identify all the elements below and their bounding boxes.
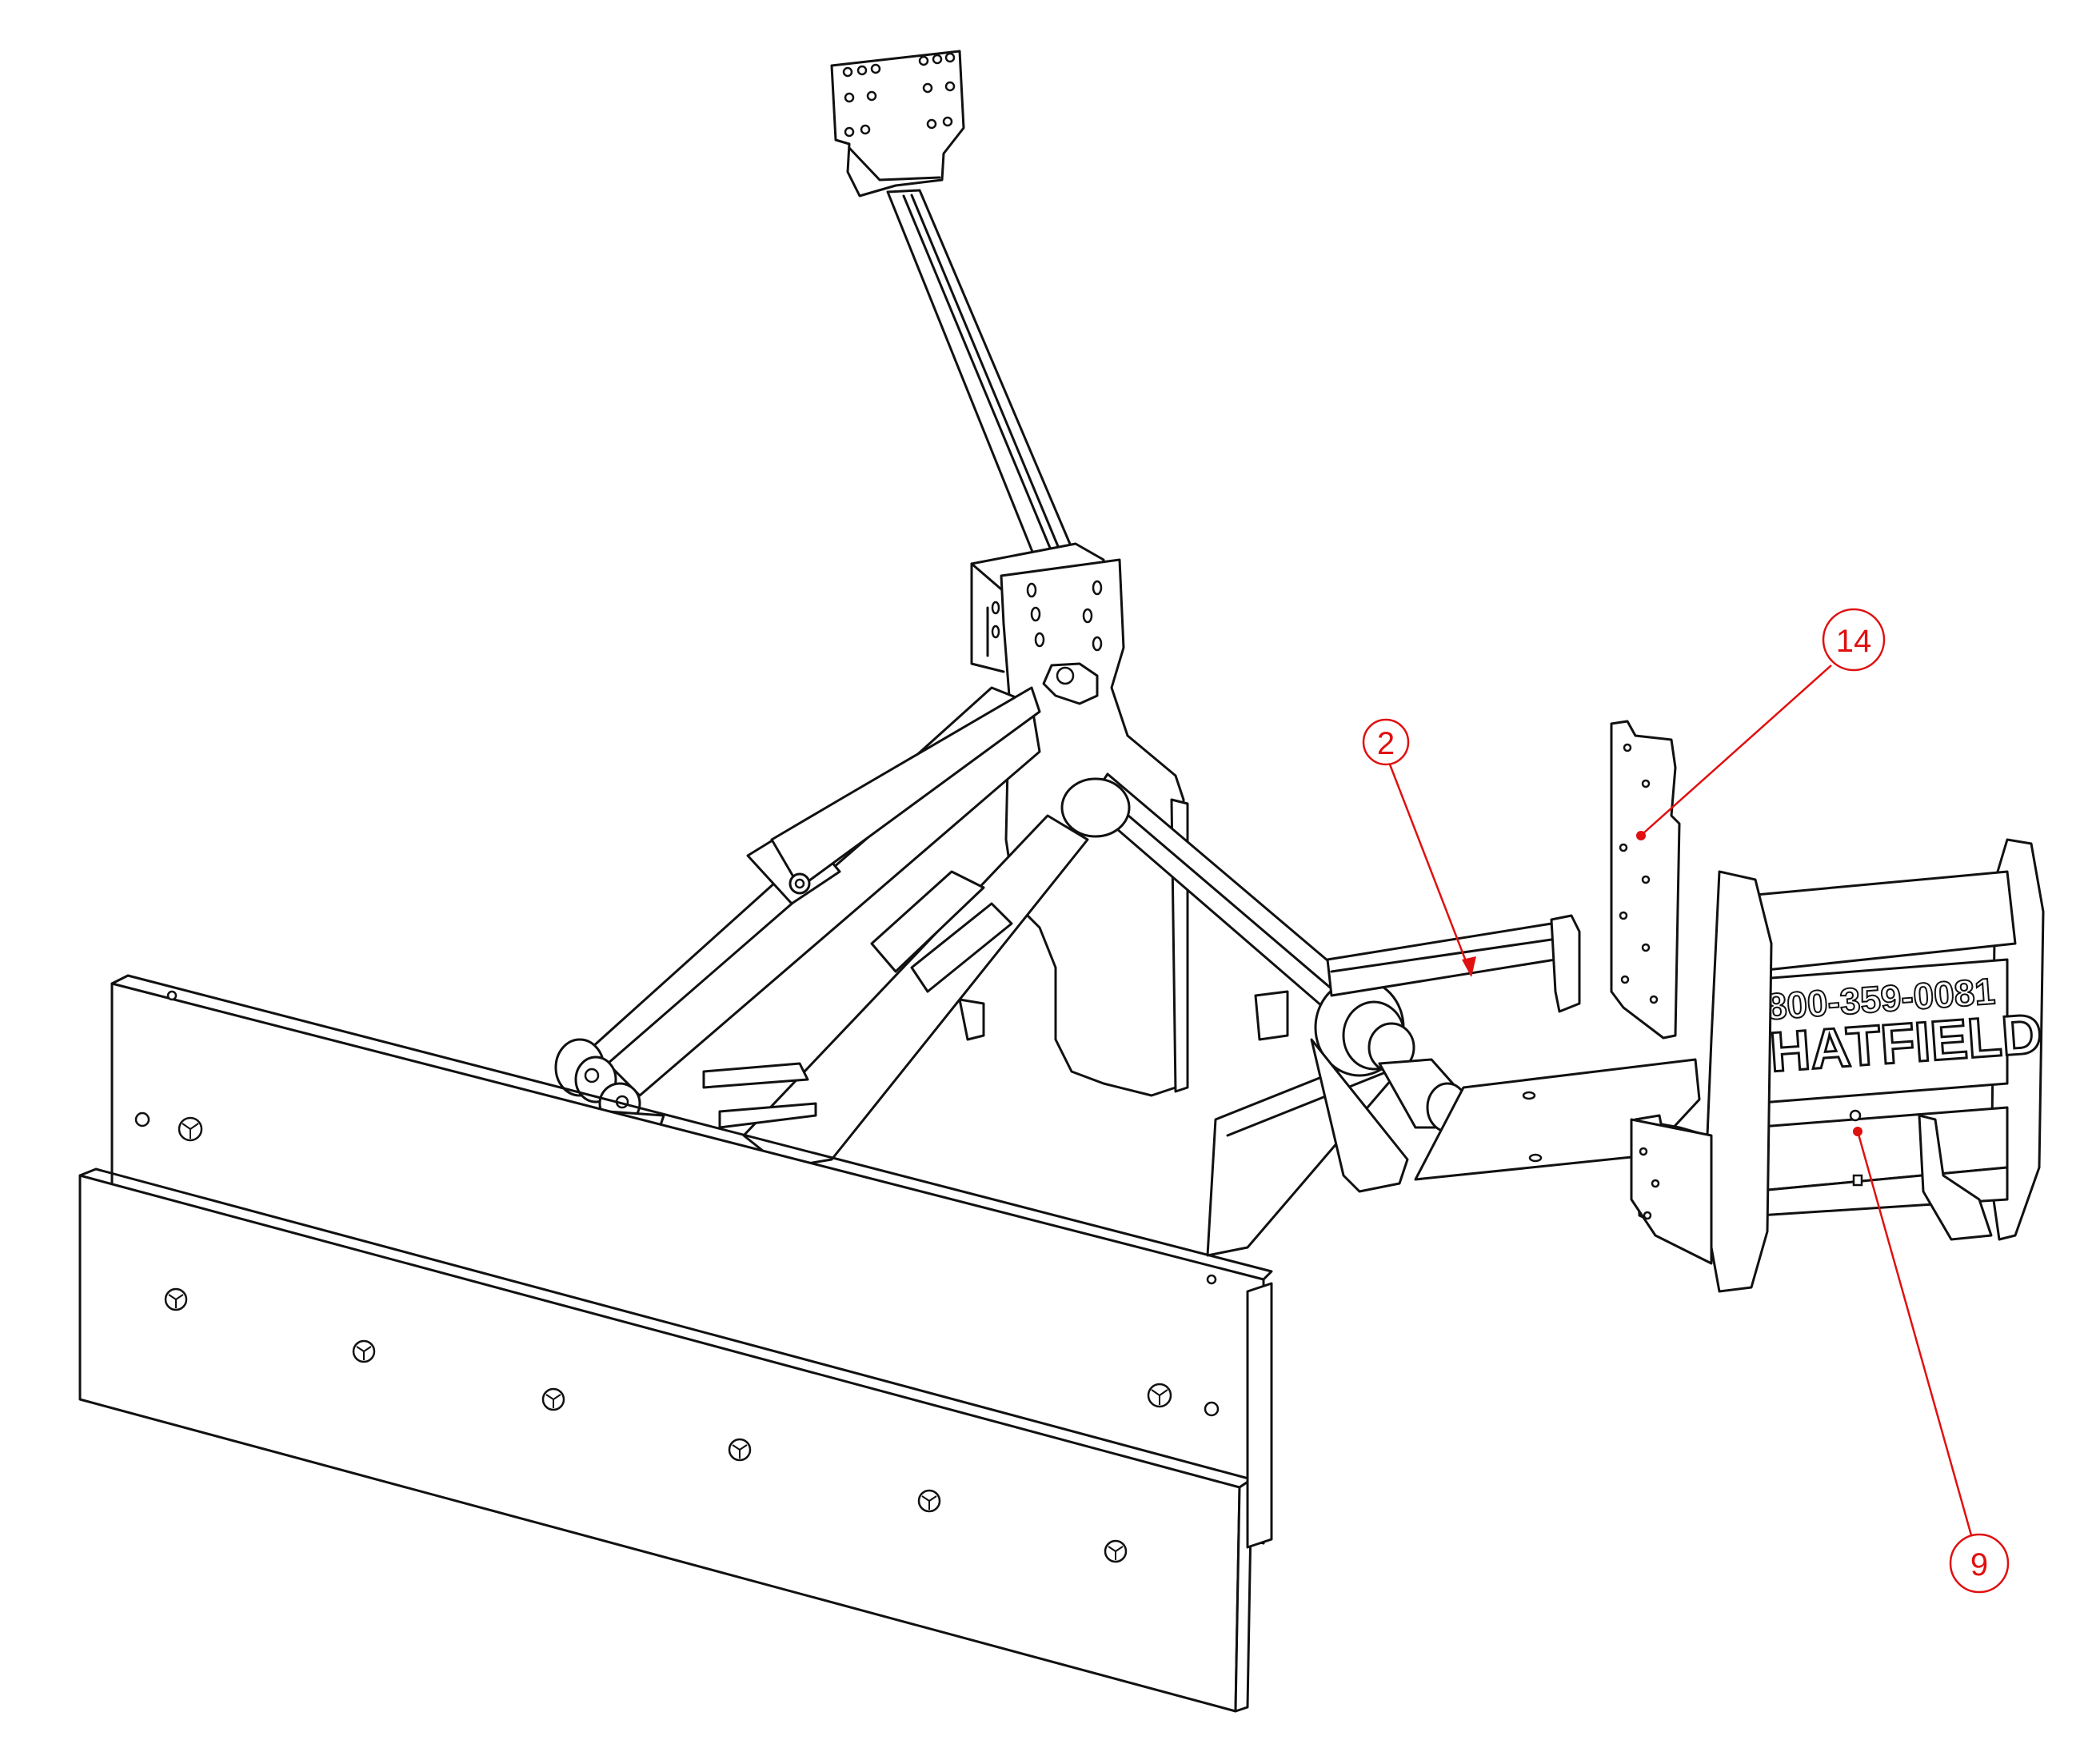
lift-arms <box>590 686 1089 1169</box>
pivot-hub <box>1310 978 1469 1193</box>
callout-14-label: 14 <box>1836 624 1872 659</box>
front-blade <box>78 974 1273 1713</box>
callout-2: 2 <box>1362 718 1476 977</box>
part-2-extension-tube <box>1254 914 1581 1041</box>
part-14-plate <box>1610 720 1681 1040</box>
callout-2-label: 2 <box>1377 726 1395 761</box>
callout-9-label: 9 <box>1970 1547 1988 1582</box>
callout-9: 9 <box>1853 1127 2010 1594</box>
mast-plate-holes <box>842 52 956 138</box>
callout-14: 14 <box>1636 608 1886 840</box>
bracket-holes <box>991 580 1103 652</box>
rear-mount-frame: 800-359-0081 HATFIELD <box>1630 838 2046 1293</box>
blade-bolts <box>134 990 1220 1563</box>
left-lower-hitch <box>554 1038 817 1129</box>
top-link-mast <box>830 50 1073 561</box>
